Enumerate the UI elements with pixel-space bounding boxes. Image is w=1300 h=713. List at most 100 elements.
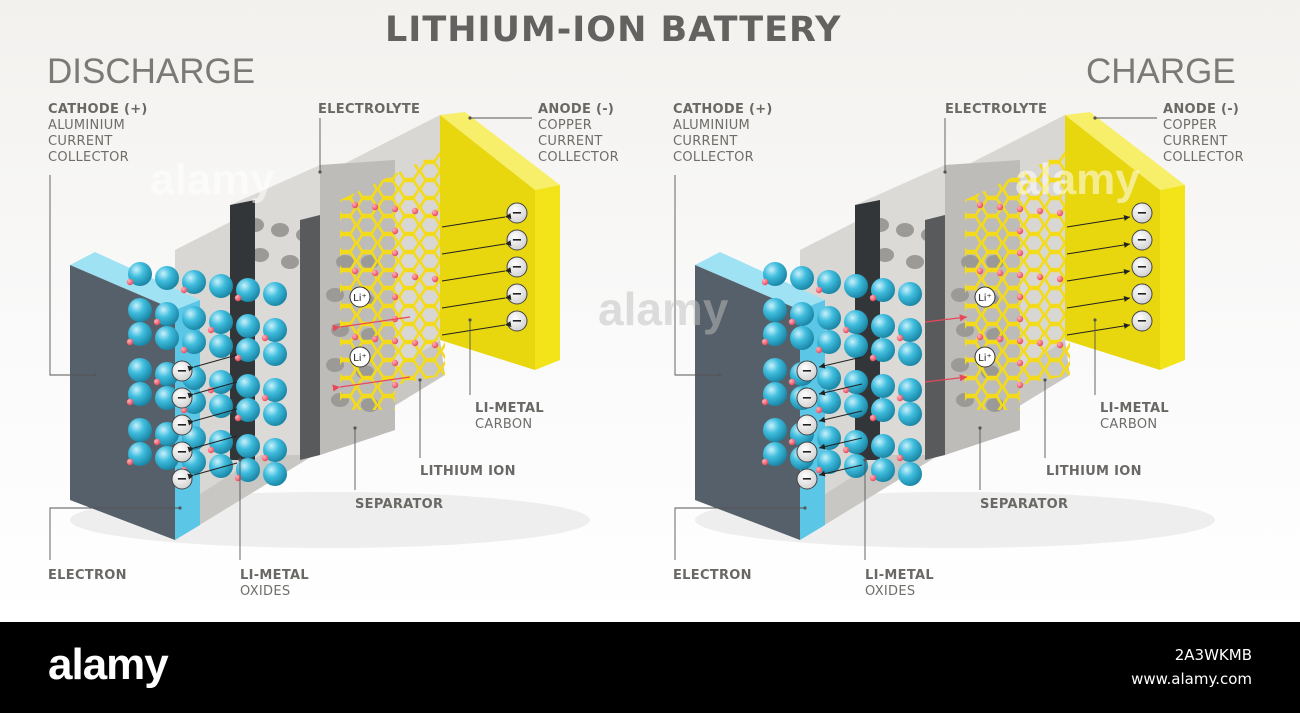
lithium-ion-dot: [815, 346, 823, 354]
leader-line: [674, 507, 805, 560]
lithium-ion-dot: [411, 273, 419, 281]
anode-top: [1065, 112, 1185, 190]
li-ion-marker: [349, 346, 371, 368]
charge-electron-label: ELECTRON: [673, 568, 752, 583]
li-metal-oxide-sphere: [844, 430, 868, 454]
lithium-ion-dot: [371, 203, 379, 211]
anode-line-2: CURRENT: [538, 134, 603, 149]
lithium-ion-dot: [371, 269, 379, 277]
li-metal-oxide-sphere: [155, 302, 179, 326]
lithium-ion-dot: [261, 334, 269, 342]
watermark-right: alamy: [1015, 155, 1140, 204]
carbon-lattice: [340, 150, 445, 410]
li-metal-oxide-sphere: [263, 342, 287, 366]
li-metal-oxide-sphere: [763, 322, 787, 346]
li-metal-oxides-sub: OXIDES: [240, 584, 291, 599]
li-metal-carbon-title: LI-METAL: [1100, 401, 1169, 416]
discharge-cathode-label: CATHODE (+) ALUMINIUM CURRENT COLLECTOR: [48, 102, 148, 166]
li-metal-oxide-sphere: [128, 442, 152, 466]
lithium-ion-dot: [234, 414, 242, 422]
pore: [951, 288, 969, 302]
lithium-ion-dot: [391, 337, 399, 345]
lithium-ion-dot: [1016, 205, 1024, 213]
li-metal-oxide-sphere: [817, 270, 841, 294]
li-ion-marker: [974, 286, 996, 308]
lithium-ion-dot: [207, 446, 215, 454]
lithium-ion-dot: [153, 378, 161, 386]
li-metal-oxide-sphere: [128, 358, 152, 382]
li-metal-oxide-sphere: [871, 458, 895, 482]
lithium-ion-dot: [788, 438, 796, 446]
electron-flow-arrow: [1066, 295, 1131, 309]
charge-heading: CHARGE: [1086, 52, 1236, 91]
lithium-ion-dot: [153, 318, 161, 326]
battery-discharge: Li⁺Li⁺−−−−−−−−−−: [49, 112, 590, 560]
electron-flow-arrow: [818, 464, 863, 477]
alamy-logo[interactable]: alamy: [48, 640, 169, 689]
cathode-line-1: ALUMINIUM: [48, 118, 126, 133]
cathode-title: CATHODE (+): [673, 102, 773, 117]
li-metal-oxide-sphere: [155, 386, 179, 410]
electron-marker: [506, 283, 528, 305]
electron-marker: [1131, 256, 1153, 278]
anode-line-2: CURRENT: [1163, 134, 1228, 149]
lithium-ion-dot: [869, 414, 877, 422]
electron-marker: [796, 387, 818, 409]
diagram-canvas: Li⁺Li⁺−−−−−−−−−−Li⁺Li⁺−−−−−−−−−− LITHIUM…: [0, 0, 1300, 622]
leader-line: [49, 507, 180, 560]
lithium-ion-dot: [391, 359, 399, 367]
charge-lithium-ion-label: LITHIUM ION: [1046, 464, 1142, 479]
electron-marker: [1131, 283, 1153, 305]
li-metal-oxide-sphere: [844, 310, 868, 334]
li-metal-oxide-sphere: [128, 418, 152, 442]
ion-flow-arrow: [332, 316, 411, 332]
li-metal-oxide-sphere: [898, 318, 922, 342]
lithium-ion-dot: [1016, 381, 1024, 389]
electron-marker: [796, 468, 818, 490]
li-metal-oxide-sphere: [182, 306, 206, 330]
carbon-lattice: [965, 150, 1070, 410]
li-metal-oxide-sphere: [128, 382, 152, 406]
li-metal-carbon-title: LI-METAL: [475, 401, 544, 416]
leader-dot: [418, 378, 422, 382]
electron-symbol: −: [177, 418, 188, 433]
li-metal-oxide-lattice: [761, 262, 922, 486]
li-metal-oxides-title: LI-METAL: [240, 568, 309, 583]
electron-marker: [506, 202, 528, 224]
lithium-ion-dot: [976, 333, 984, 341]
electron-symbol: −: [177, 445, 188, 460]
anode-top: [440, 112, 560, 190]
li-metal-oxide-sphere: [871, 374, 895, 398]
li-metal-oxide-sphere: [236, 314, 260, 338]
li-metal-oxide-sphere: [155, 326, 179, 350]
li-metal-oxide-sphere: [763, 418, 787, 442]
electron-flow-arrow: [441, 213, 512, 228]
li-metal-oxide-sphere: [155, 266, 179, 290]
lithium-ion-dot: [976, 201, 984, 209]
li-metal-oxide-sphere: [763, 358, 787, 382]
li-ion-marker: [974, 346, 996, 368]
leader-line: [49, 175, 95, 376]
li-ion-symbol: Li⁺: [978, 293, 992, 304]
li-ion-symbol: Li⁺: [978, 353, 992, 364]
lithium-ion-dot: [996, 335, 1004, 343]
pore: [271, 223, 289, 237]
anode-line-3: COLLECTOR: [538, 150, 619, 165]
li-metal-oxide-sphere: [763, 382, 787, 406]
li-metal-oxide-sphere: [871, 314, 895, 338]
li-metal-oxide-sphere: [817, 390, 841, 414]
electron-flow-arrow: [187, 435, 238, 453]
li-metal-oxide-sphere: [871, 338, 895, 362]
lithium-ion-dot: [815, 406, 823, 414]
li-metal-oxide-sphere: [236, 278, 260, 302]
li-metal-oxide-sphere: [182, 330, 206, 354]
footer-url[interactable]: www.alamy.com: [1131, 670, 1252, 688]
electron-flow-arrow: [1066, 241, 1131, 255]
electron-symbol: −: [802, 445, 813, 460]
lithium-ion-dot: [411, 207, 419, 215]
li-metal-oxide-sphere: [898, 282, 922, 306]
cathode-line-2: CURRENT: [673, 134, 738, 149]
li-metal-oxide-sphere: [844, 334, 868, 358]
lithium-ion-dot: [1036, 207, 1044, 215]
cathode-top: [695, 252, 825, 310]
